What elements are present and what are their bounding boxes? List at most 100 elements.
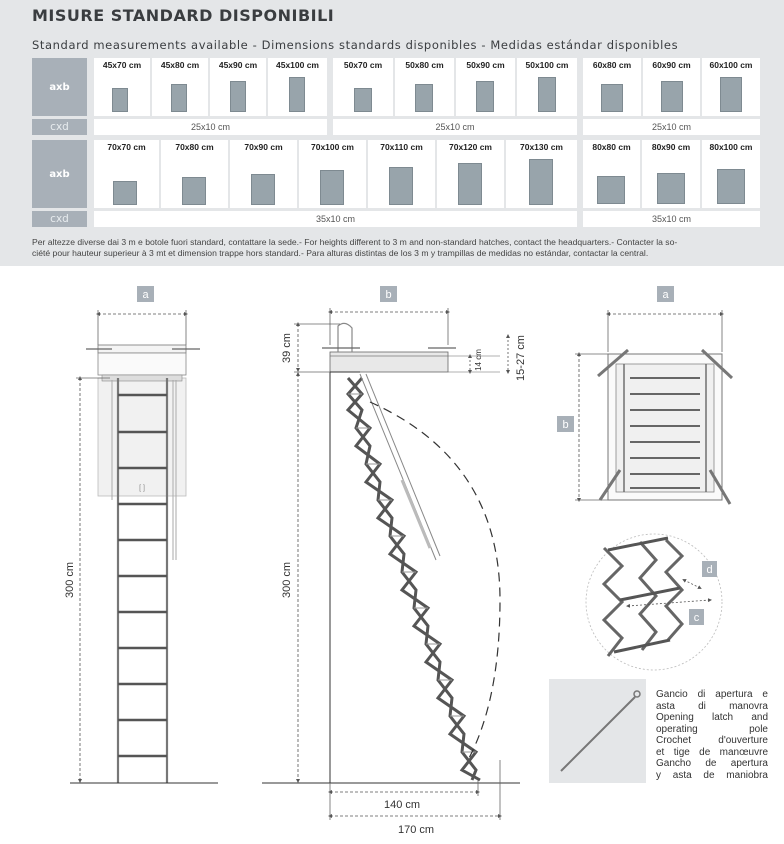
hatch-box [97,352,187,376]
size-label: 50x80 cm [405,60,444,70]
size-label: 45x90 cm [218,60,258,70]
pantograph-rail-b [346,377,478,781]
dim-300-front: 300 cm [64,562,76,598]
size-cell: 50x80 cm [395,58,454,116]
label-b-top: b [562,419,568,431]
latch-mark: [ ] [139,485,145,492]
dim-39: 39 cm [281,333,293,363]
row-label-cxd-bottom: cxd [32,211,87,227]
hatch-door-panel [97,377,187,497]
size-label: 70x110 cm [380,142,423,152]
ceiling-line [101,374,183,382]
size-label: 60x80 cm [592,60,632,70]
size-label: 70x100 cm [310,142,354,152]
cxd-value: 35x10 cm [583,211,760,227]
page-subtitle: Standard measurements available - Dimens… [32,38,679,52]
size-cell: 50x100 cm [517,58,577,116]
standard-measurements-panel: MISURE STANDARD DISPONIBILI Standard mea… [0,0,784,266]
dim-140: 140 cm [384,799,420,811]
detail-circle-drawing: d c [585,533,723,671]
pantograph-links [348,393,476,753]
legend-line: et tige de manœuvre [656,746,768,758]
label-b-box-top [557,416,574,432]
legend-line: operating pole [656,723,768,735]
note-line: Per altezze diverse dai 3 m e botole fuo… [32,237,678,247]
size-label: 80x80 cm [592,142,631,152]
top-view-drawing: a b [557,286,734,505]
size-cell: 70x100 cm [299,140,366,208]
custom-size-note: Per altezze diverse dai 3 m e botole fuo… [32,237,760,259]
hatch-size-shape [354,88,372,112]
size-cell: 70x80 cm [161,140,228,208]
size-cell: 80x90 cm [642,140,700,208]
row-label-axb-bottom: axb [32,140,87,208]
hatch-box-side [329,351,449,373]
size-cell: 50x90 cm [456,58,515,116]
legend-line: Crochet d'ouverture [656,735,768,746]
hatch-size-shape [601,84,623,112]
size-cell: 60x100 cm [702,58,760,116]
size-cell: 60x80 cm [583,58,641,116]
legend-line: asta di manovra [656,700,768,712]
row-label-axb-top: axb [32,58,87,116]
hinge-arm [337,322,353,352]
hatch-size-shape [538,77,556,112]
size-label: 70x130 cm [519,142,563,152]
size-cell: 70x120 cm [437,140,504,208]
legend-line: Gancio di apertura e [656,689,768,700]
cxd-value: 25x10 cm [333,119,577,135]
dim-15-27: 15-27 cm [515,335,527,381]
operating-pole-icon [560,696,636,772]
size-cell: 45x100 cm [268,58,327,116]
size-cell: 45x80 cm [152,58,208,116]
hatch-size-shape [661,81,683,112]
front-view-drawing: a [ ] [64,286,218,784]
size-label: 60x100 cm [709,60,753,70]
hatch-size-shape [597,176,625,204]
pantograph-rail-a [345,377,481,782]
cxd-value: 25x10 cm [583,119,760,135]
hatch-size-shape [112,88,128,112]
size-cell: 60x90 cm [643,58,700,116]
legend-line: y asta de maniobra [656,769,768,781]
note-line: ciété pour hauteur superieur à 3 mt et d… [32,248,649,258]
pole-hook [633,690,641,698]
hatch-size-shape [720,77,742,112]
size-cell: 70x90 cm [230,140,297,208]
size-label: 45x70 cm [102,60,142,70]
size-cell: 70x130 cm [506,140,577,208]
top-treads [630,377,700,489]
legend-line: Gancho de apertura [656,758,768,769]
row-label-cxd-top: cxd [32,119,87,135]
hatch-size-shape [251,174,275,205]
page-title: MISURE STANDARD DISPONIBILI [32,6,335,25]
ladder-treads [118,393,167,758]
hatch-size-shape [171,84,187,112]
size-label: 50x100 cm [525,60,569,70]
hatch-size-shape [717,169,745,204]
label-c: c [694,612,700,624]
label-d: d [706,564,712,576]
hatch-size-shape [476,81,494,112]
hatch-size-shape [182,177,206,205]
label-d-box [702,561,717,577]
label-b: b [385,289,391,301]
label-b-box [380,286,397,302]
size-label: 70x90 cm [244,142,283,152]
size-cell: 45x90 cm [210,58,266,116]
size-label: 70x120 cm [448,142,492,152]
hatch-size-shape [320,170,344,205]
cxd-value: 35x10 cm [94,211,577,227]
size-label: 45x100 cm [275,60,319,70]
legend-line: Opening latch and [656,712,768,723]
hatch-size-shape [458,163,482,205]
size-cell: 45x70 cm [94,58,150,116]
size-label: 50x70 cm [343,60,383,70]
size-cell: 70x70 cm [94,140,159,208]
size-label: 70x70 cm [107,142,146,152]
label-a: a [142,289,149,301]
dim-14: 14 cm [474,349,483,371]
label-c-box [689,609,704,625]
hatch-size-shape [113,181,137,205]
